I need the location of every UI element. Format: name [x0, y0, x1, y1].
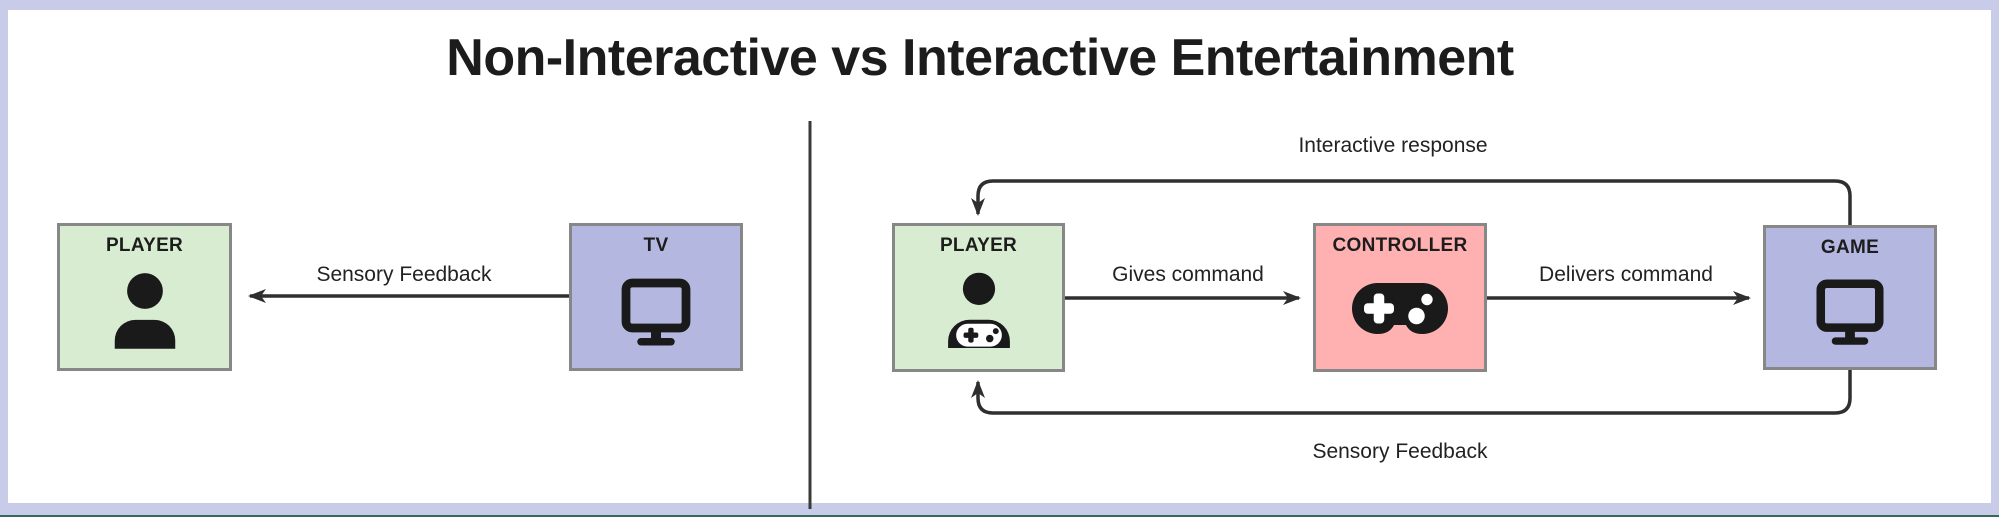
edge-label-sensory-feedback-right: Sensory Feedback — [1312, 440, 1488, 463]
person-icon — [114, 272, 175, 349]
monitor-icon — [1816, 279, 1884, 345]
edge-game-to-player-top — [971, 179, 1852, 226]
node-left-tv-label: TV — [643, 235, 669, 256]
edge-label-sensory-feedback-left: Sensory Feedback — [316, 263, 492, 286]
edge-label-gives-command: Gives command — [1112, 263, 1264, 286]
node-controller-label: CONTROLLER — [1332, 235, 1468, 256]
node-right-player-label: PLAYER — [939, 235, 1018, 256]
frame-bottom-line — [0, 515, 1999, 517]
edge-label-interactive-response: Interactive response — [1298, 134, 1488, 157]
tv-icon — [621, 278, 691, 345]
node-controller: CONTROLLER — [1313, 223, 1487, 372]
node-game-label: GAME — [1820, 237, 1880, 258]
edge-label-delivers-command: Delivers command — [1539, 263, 1713, 286]
node-right-player: PLAYER — [892, 223, 1065, 372]
node-left-tv: TV — [569, 223, 743, 371]
diagram-title: Non-Interactive vs Interactive Entertain… — [446, 29, 1514, 87]
node-left-player-label: PLAYER — [105, 235, 184, 256]
node-left-player: PLAYER — [57, 223, 232, 371]
edge-game-to-player-bottom — [971, 369, 1852, 415]
gamepad-icon — [1352, 283, 1448, 334]
node-game: GAME — [1763, 225, 1937, 370]
person-gamepad-icon — [947, 272, 1010, 348]
